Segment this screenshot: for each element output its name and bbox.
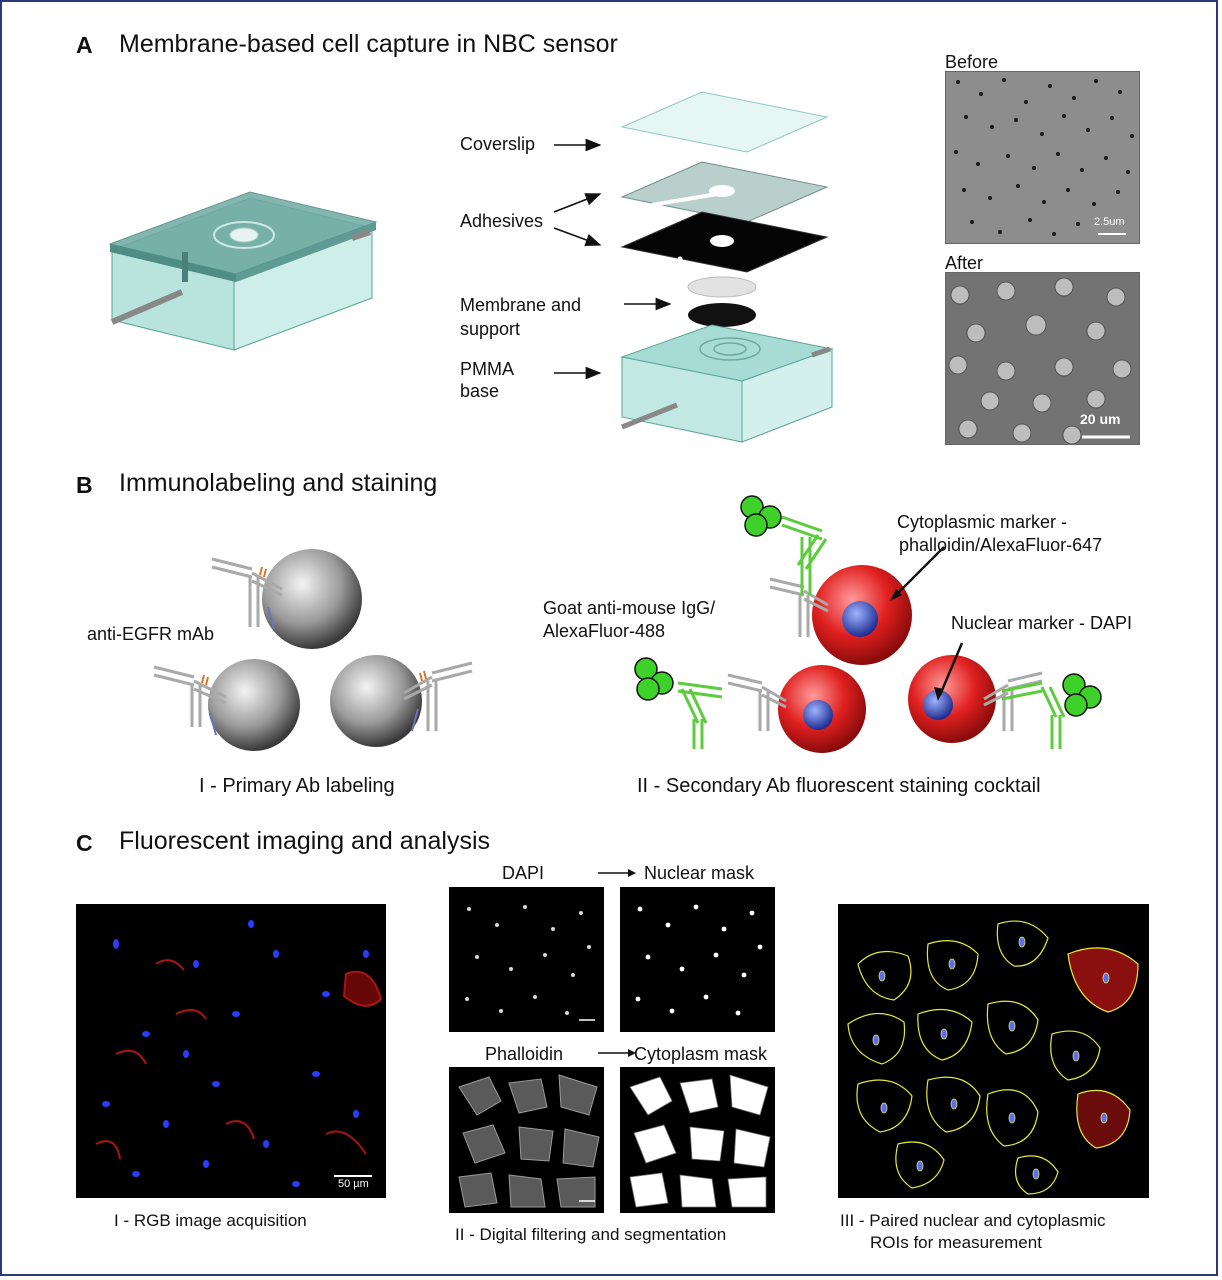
adhesives-label: Adhesives: [460, 211, 544, 231]
exploded-device-illustration: [620, 91, 834, 443]
red-cell-2: [778, 665, 866, 753]
section-a-letter: A: [76, 32, 93, 58]
section-c-caption-i: I - RGB image acquisition: [114, 1211, 307, 1230]
membrane-label-line1: Membrane and: [460, 295, 582, 315]
rgb-image: 50 µm: [76, 904, 386, 1198]
rgb-scale-label: 50 µm: [338, 1178, 369, 1190]
grey-cell-3: [330, 655, 422, 747]
secondary-ab-staining-illustration: [634, 495, 1102, 753]
nuclear-mask-label: Nuclear mask: [644, 863, 755, 883]
pmma-label-line1: PMMA: [460, 359, 514, 379]
grey-cell-2: [208, 659, 300, 751]
section-b-letter: B: [76, 472, 93, 498]
phalloidin-image: [449, 1067, 604, 1213]
cyto-marker-label-line1: Cytoplasmic marker -: [897, 512, 1068, 532]
primary-ab-labeling-illustration: [153, 549, 473, 751]
cyto-marker-label-line2: phalloidin/AlexaFluor-647: [899, 535, 1103, 555]
sem-after-label: After: [945, 253, 984, 273]
section-a-title: Membrane-based cell capture in NBC senso…: [119, 30, 618, 58]
primary-ab-label: anti-EGFR mAb: [87, 624, 215, 644]
cytoplasm-mask-label: Cytoplasm mask: [634, 1044, 768, 1064]
section-b-caption-ii: II - Secondary Ab fluorescent staining c…: [637, 775, 1041, 797]
membrane-label-line2: support: [460, 319, 521, 339]
membrane-disc: [687, 276, 757, 298]
section-c-arrows: [598, 869, 636, 1057]
sem-before-scale: 2.5um: [1094, 216, 1125, 228]
sem-after-scale: 20 um: [1080, 411, 1121, 427]
roi-overlay-image: [838, 904, 1149, 1198]
section-c-letter: C: [76, 830, 93, 856]
grey-cell-1: [262, 549, 362, 649]
dapi-label: DAPI: [502, 863, 545, 883]
nuclear-mask-image: [620, 887, 775, 1032]
section-c-title: Fluorescent imaging and analysis: [119, 827, 491, 855]
red-cell-1: [812, 565, 912, 665]
cytoplasm-mask-image: [620, 1067, 775, 1213]
adhesive-arrow-1: [553, 193, 602, 213]
section-c-caption-iii-line1: III - Paired nuclear and cytoplasmic: [840, 1211, 1106, 1230]
sem-before-image: 2.5um: [945, 71, 1140, 244]
nuclear-marker-label: Nuclear marker - DAPI: [951, 613, 1133, 633]
section-b-caption-i: I - Primary Ab labeling: [199, 775, 395, 797]
alexafluor-488-clusters: [634, 495, 1102, 717]
secondary-ab-label-line1: Goat anti-mouse IgG/: [543, 598, 716, 618]
assembled-device-illustration: [108, 191, 378, 351]
sem-after-image: 20 um: [945, 272, 1140, 445]
section-c-caption-iii-line2: ROIs for measurement: [870, 1233, 1042, 1252]
support-disc: [688, 303, 756, 327]
section-c-caption-ii: II - Digital filtering and segmentation: [455, 1225, 727, 1244]
coverslip-layer: [620, 91, 829, 153]
adhesive-arrow-2: [553, 227, 602, 247]
phalloidin-label: Phalloidin: [485, 1044, 564, 1064]
pmma-label-line2: base: [460, 381, 500, 401]
dapi-image: [449, 887, 604, 1032]
secondary-ab-label-line2: AlexaFluor-488: [543, 621, 666, 641]
sem-before-label: Before: [945, 52, 999, 72]
coverslip-label: Coverslip: [460, 134, 536, 154]
red-cell-3: [908, 655, 996, 743]
section-b-title: Immunolabeling and staining: [119, 469, 438, 497]
